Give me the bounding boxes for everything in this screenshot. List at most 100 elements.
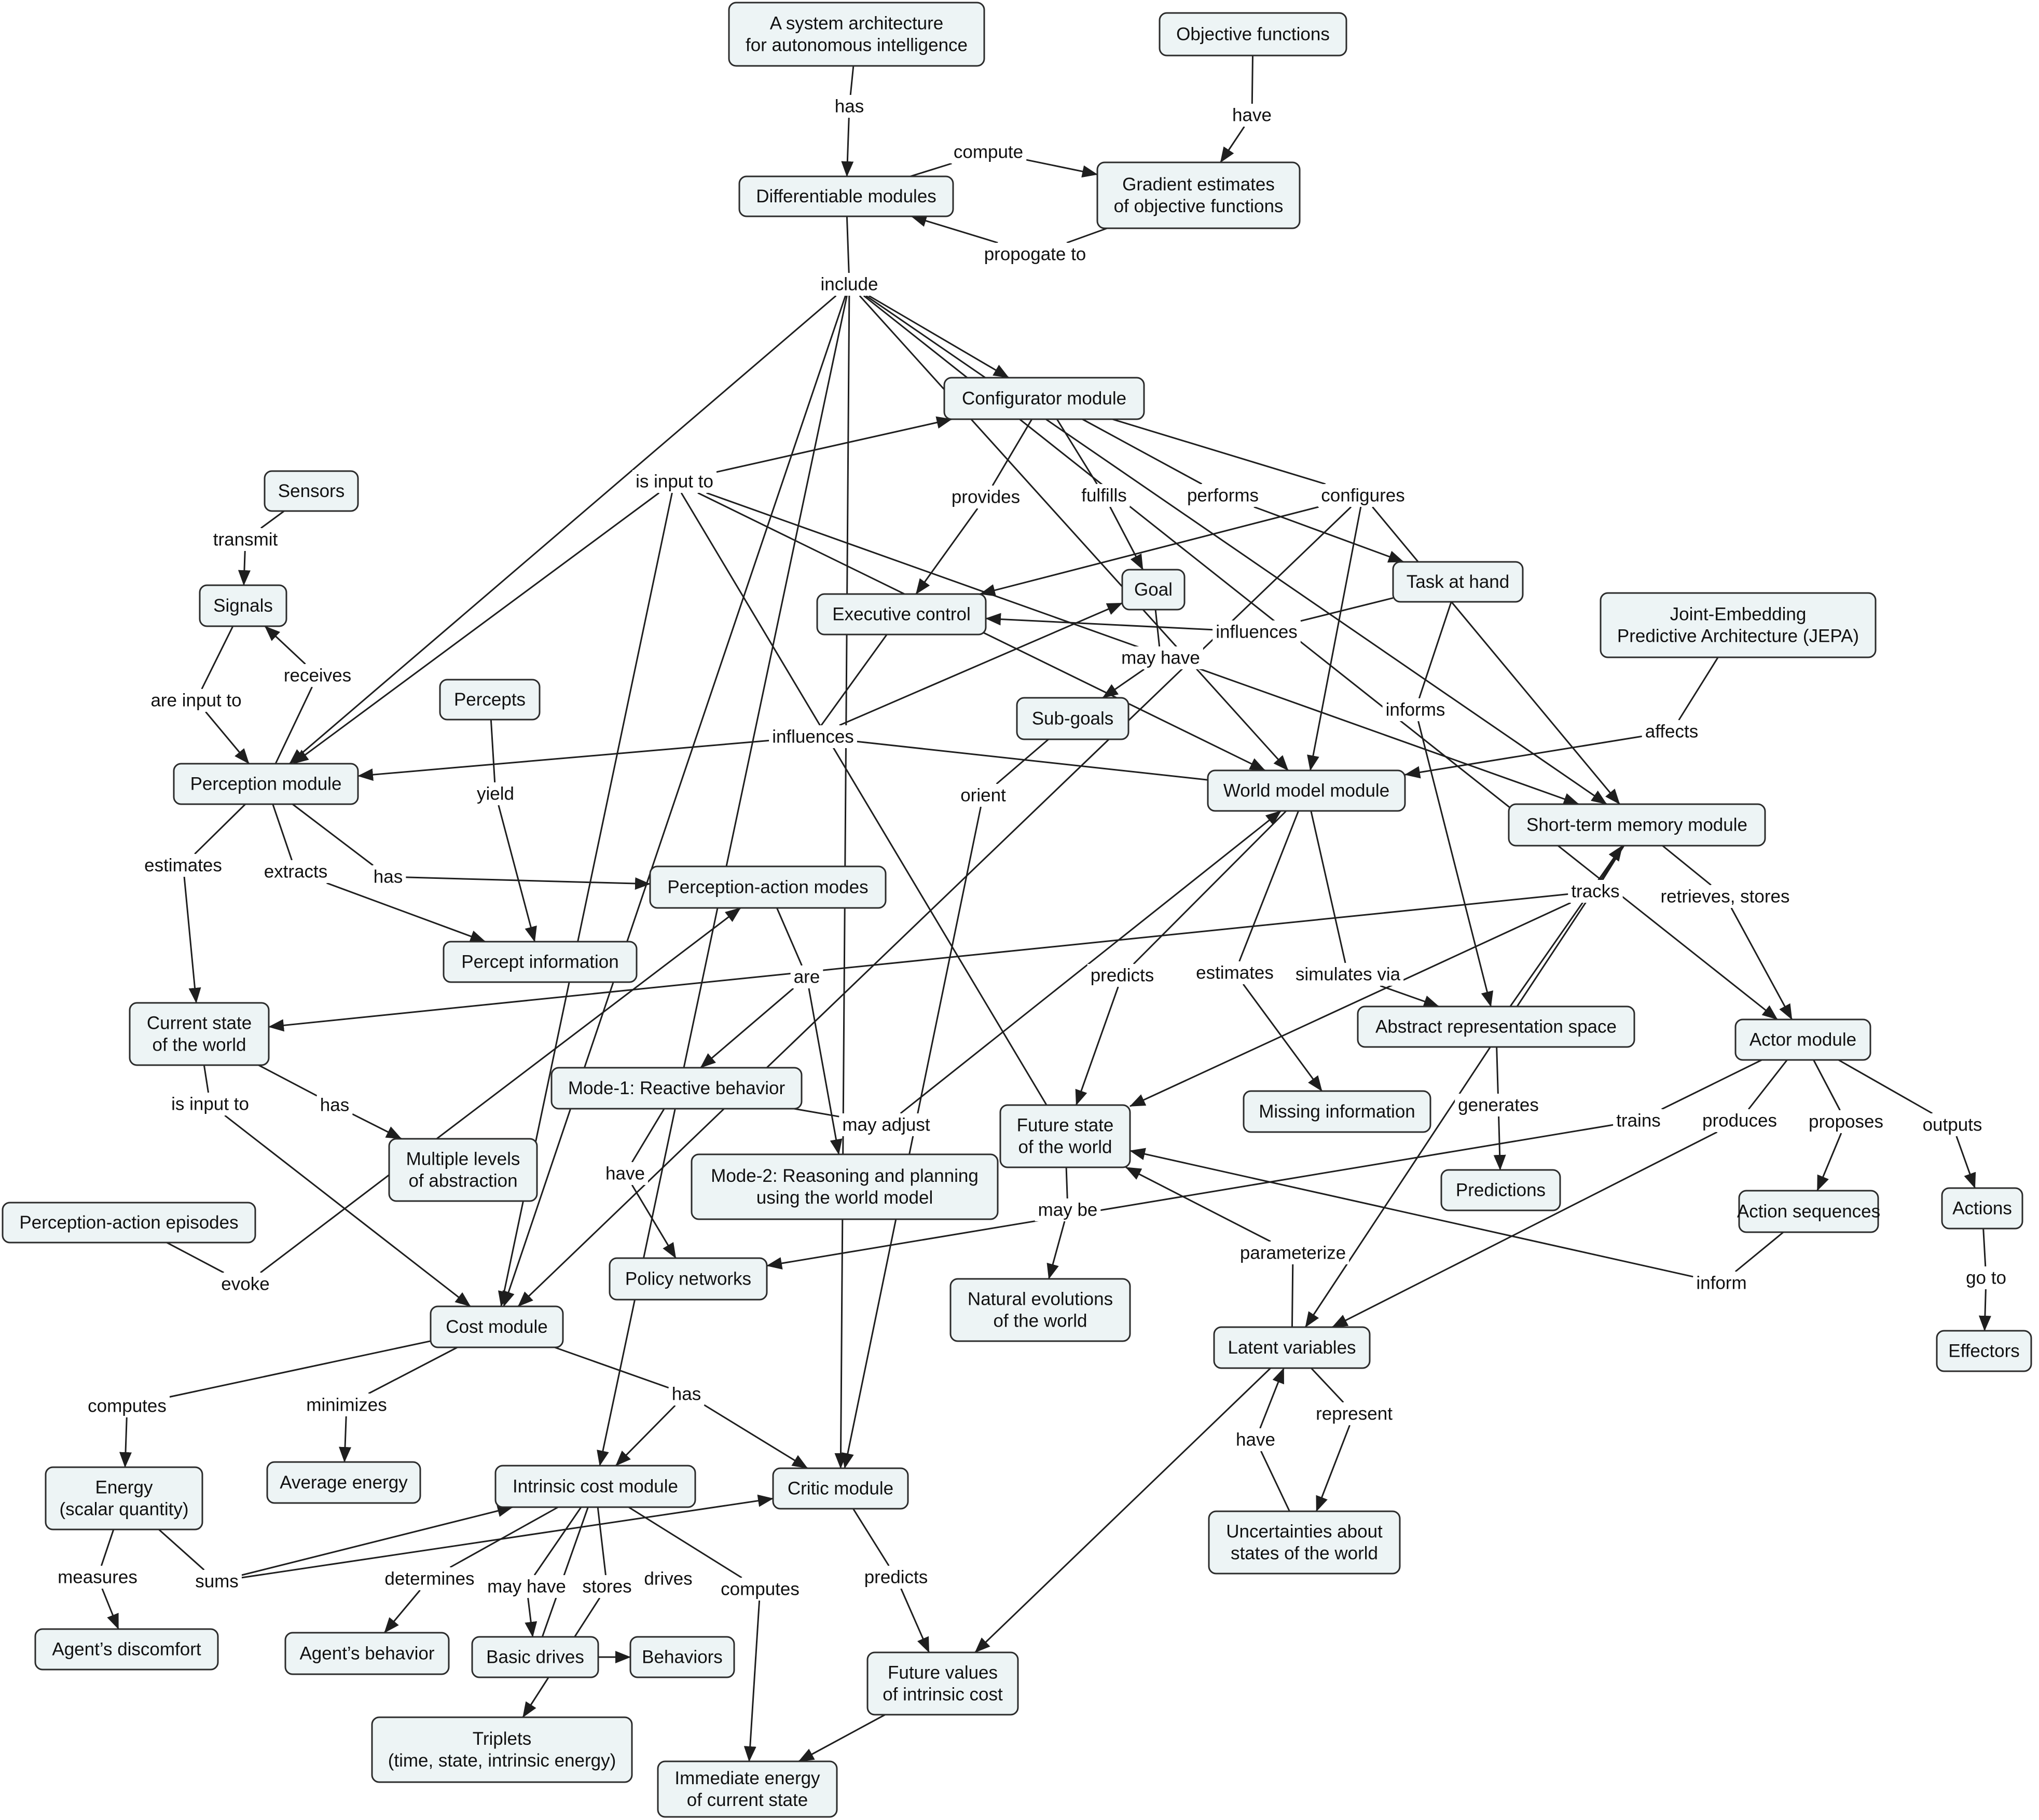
concept-perception[interactable]: Perception module [173,763,359,805]
concept-stm[interactable]: Short-term memory module [1508,803,1766,847]
concept-diff[interactable]: Differentiable modules [738,175,954,217]
concept-behavior[interactable]: Agent’s behavior [284,1632,450,1675]
connector-tracks-curstate [268,893,1568,1032]
connector-mode1-have2 [631,1108,665,1163]
connector-world-predicts1 [1133,810,1287,965]
concept-episodes[interactable]: Perception-action episodes [2,1202,256,1244]
concept-intrinsic[interactable]: Intrinsic cost module [494,1465,696,1508]
link-label-trains: trains [1613,1109,1664,1132]
concept-sensors[interactable]: Sensors [264,470,359,512]
connector-predicts1-future [1075,986,1119,1106]
link-text: provides [952,487,1020,507]
concept-triplets[interactable]: Triplets(time, state, intrinsic energy) [371,1716,633,1783]
connector-episodes-evoke [166,1242,225,1274]
concept-pam[interactable]: Perception-action modes [649,865,887,909]
link-text: fulfills [1081,486,1127,506]
concept-label: Perception-action modes [667,877,868,898]
concept-box [199,584,287,627]
concept-goal[interactable]: Goal [1121,569,1186,611]
connector-config-provides [991,419,1033,486]
concept-label: Perception-action episodes [19,1212,238,1233]
concept-missing[interactable]: Missing information [1243,1090,1431,1133]
concept-predictions[interactable]: Predictions [1440,1169,1561,1211]
concept-signals[interactable]: Signals [199,584,287,627]
link-label-predicts1: predicts [1087,964,1158,987]
connector-mayhave2-drives [525,1597,538,1637]
connector-isinput2-cost [224,1114,471,1307]
concept-box [34,1628,219,1671]
concept-box [443,941,638,983]
link-label-has4: has [668,1383,705,1405]
concept-energy[interactable]: Energy(scalar quantity) [45,1466,203,1531]
connector-evoke-pam [260,907,741,1274]
concept-avg[interactable]: Average energy [266,1461,421,1504]
concept-abstract[interactable]: Abstract representation space [1357,1005,1635,1048]
concept-actions[interactable]: Actions [1941,1187,2023,1230]
concept-world[interactable]: World model module [1207,769,1406,812]
connector-configures-cost [517,506,1352,1307]
concept-obj[interactable]: Objective functions [1159,12,1347,57]
link-text: may have [1121,648,1200,668]
connector-config-performs [1082,418,1203,485]
concept-exec[interactable]: Executive control [816,593,987,636]
concept-perinfo[interactable]: Percept information [443,941,638,983]
connector-parameterize-future [1125,1166,1271,1243]
connector-include-perception [289,295,837,765]
connector-actor-proposes [1813,1059,1841,1111]
connector-abstract-generates [1496,1046,1499,1094]
concept-policy[interactable]: Policy networks [609,1257,768,1301]
link-label-yield: yield [474,782,517,805]
concept-critic[interactable]: Critic module [772,1467,909,1510]
link-text: trains [1616,1111,1661,1131]
connector-compute-grad [1026,159,1098,178]
concept-effectors[interactable]: Effectors [1936,1330,2032,1372]
concept-actseq[interactable]: Action sequences [1737,1190,1880,1233]
concept-box [1941,1187,2023,1230]
concept-percepts[interactable]: Percepts [439,679,541,721]
connector-computes1-energy [119,1417,132,1468]
connector-subgoals-orient [996,738,1049,785]
connector-determines-behavior [383,1590,421,1633]
link-label-has1: has [831,95,867,118]
link-text: estimates [1196,963,1274,983]
link-text: influences [772,727,854,747]
concept-mode1[interactable]: Mode-1: Reactive behavior [550,1067,803,1110]
concept-behaviors[interactable]: Behaviors [629,1636,735,1678]
link-label-configures: configures [1318,484,1408,507]
concept-box [1016,697,1129,740]
concept-box [657,1760,838,1818]
connector-sensors-transmit [260,510,285,529]
concept-drives[interactable]: Basic drives [471,1636,599,1678]
concept-label: Critic module [788,1479,893,1499]
link-text: sums [195,1571,239,1592]
connector-transmit-signals [238,550,251,586]
concept-config[interactable]: Configurator module [943,377,1145,420]
concept-latent[interactable]: Latent variables [1213,1326,1371,1369]
connector-goal-mayhave [1154,609,1161,647]
concept-label: Behaviors [642,1647,723,1667]
concept-cost[interactable]: Cost module [430,1305,564,1348]
concept-actor[interactable]: Actor module [1734,1018,1871,1061]
connector-simulates-abstract [1380,985,1440,1008]
concept-task[interactable]: Task at hand [1392,561,1524,603]
concept-box [866,1651,1019,1716]
concept-box [949,1278,1131,1342]
link-label-determines: determines [381,1567,478,1590]
concept-label: Task at hand [1407,572,1509,592]
concept-discomfort[interactable]: Agent’s discomfort [34,1628,219,1671]
concept-subgoals[interactable]: Sub-goals [1016,697,1129,740]
link-label-outputs: outputs [1919,1113,1986,1136]
link-text: inform [1696,1273,1746,1293]
